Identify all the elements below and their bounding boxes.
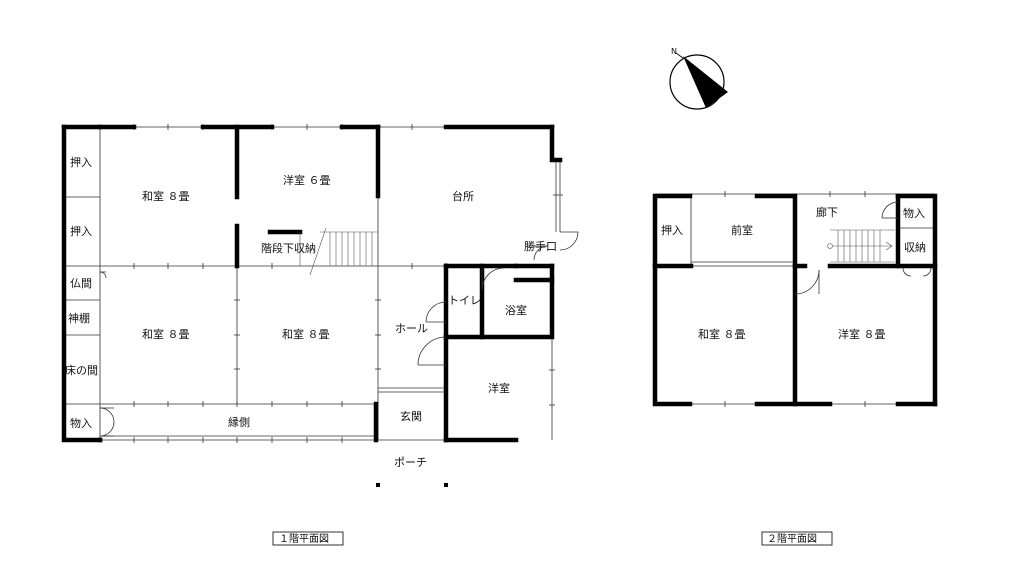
north-compass-icon: N (669, 47, 728, 110)
room-katteguchi: 勝手口 (524, 239, 557, 253)
room-2f-zenshitsu: 前室 (731, 223, 753, 237)
room-oshiire-2: 押入 (70, 224, 92, 238)
room-butsuma: 仏間 (70, 277, 92, 290)
room-tokonoma: 床の間 (65, 363, 98, 377)
compass-north-label: N (671, 47, 677, 56)
room-monoire: 物入 (70, 416, 92, 430)
room-hall: ホール (395, 322, 428, 335)
room-oshiire-1: 押入 (70, 155, 92, 169)
stair-icon (299, 227, 378, 276)
floor1-plan: 押入 押入 和室 ８畳 洋室 ６畳 台所 階段下収納 勝手口 仏間 神棚 床の間… (61, 124, 579, 546)
room-kamidana: 神棚 (68, 311, 90, 325)
room-yokushitsu: 浴室 (505, 303, 527, 317)
room-porch: ポーチ (394, 456, 427, 469)
room-2f-washitsu: 和室 ８畳 (698, 327, 746, 341)
room-genkan: 玄関 (400, 409, 422, 423)
room-engawa: 縁側 (228, 415, 250, 429)
room-toilet: トイレ (448, 294, 481, 307)
room-yoshitsu-6: 洋室 ６畳 (283, 173, 331, 187)
room-yoshitsu: 洋室 (488, 381, 510, 395)
room-2f-monoire: 物入 (903, 206, 925, 220)
floor1-caption: １階平面図 (279, 533, 329, 545)
room-2f-shuno: 収納 (904, 241, 926, 254)
room-washitsu-sw: 和室 ８畳 (142, 327, 190, 341)
room-washitsu-s: 和室 ８畳 (282, 327, 330, 341)
stair-icon-2f (827, 229, 895, 263)
room-2f-oshiire: 押入 (661, 223, 683, 237)
room-kaidanshita: 階段下収納 (261, 241, 316, 255)
room-2f-yoshitsu: 洋室 ８畳 (838, 327, 886, 341)
room-2f-rouka: 廊下 (816, 205, 838, 219)
room-washitsu-nw: 和室 ８畳 (142, 189, 190, 203)
floor2-caption: ２階平面図 (767, 533, 817, 545)
room-daidokoro: 台所 (452, 189, 474, 203)
floor2-plan: 押入 前室 廊下 物入 収納 和室 ８畳 洋室 ８畳 ２階平面図 (652, 191, 938, 546)
